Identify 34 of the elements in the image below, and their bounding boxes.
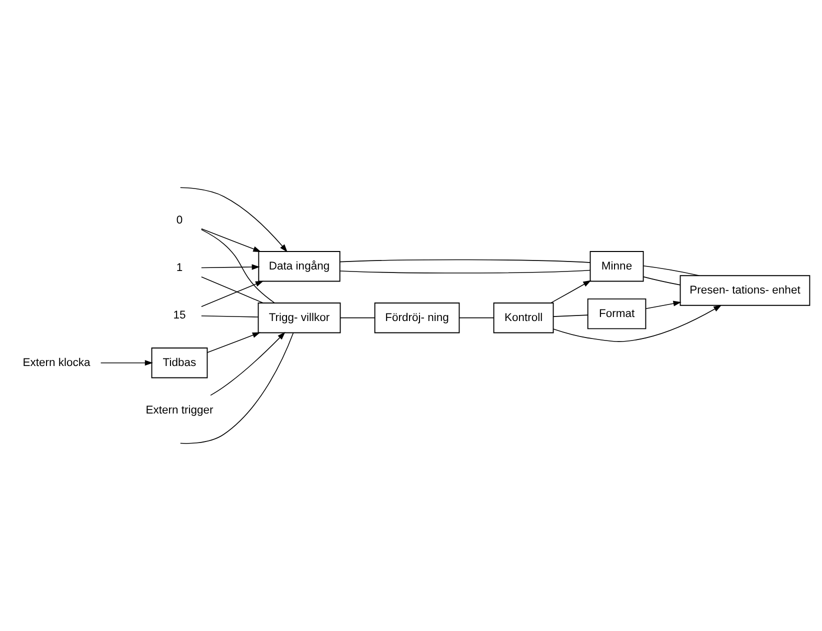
arrow	[550, 280, 592, 304]
connector	[340, 270, 591, 274]
node-box: Presen- tations- enhet	[680, 275, 810, 306]
connector	[643, 276, 681, 286]
arrow	[100, 360, 153, 366]
node-text: 1	[176, 262, 183, 274]
node-text: Extern trigger	[146, 404, 214, 416]
node-text: 0	[176, 214, 183, 227]
node-box: Data ingång	[258, 251, 340, 282]
connector	[552, 314, 588, 317]
arrow	[201, 280, 264, 308]
connector	[201, 315, 259, 318]
node-box: Minne	[590, 251, 644, 282]
arrow	[646, 300, 682, 309]
node-box: Fördröj- ning	[374, 302, 460, 334]
node-box: Kontroll	[493, 302, 554, 334]
node-text: Extern klocka	[22, 356, 90, 369]
node-box: Trigg- villkor	[258, 302, 341, 334]
node-box: Tidbas	[151, 348, 208, 378]
arrow	[207, 332, 261, 353]
arrow	[201, 264, 260, 270]
connector	[340, 317, 376, 318]
connector	[340, 259, 591, 263]
arrow	[201, 228, 262, 252]
connector	[458, 317, 494, 318]
connector	[200, 229, 275, 304]
connector	[643, 265, 700, 276]
node-box: Format	[587, 298, 646, 330]
node-text: 15	[173, 309, 186, 322]
arrow	[180, 187, 288, 252]
connector	[201, 276, 264, 304]
arrow	[552, 304, 722, 342]
arrow	[210, 332, 286, 396]
connector	[180, 332, 294, 444]
